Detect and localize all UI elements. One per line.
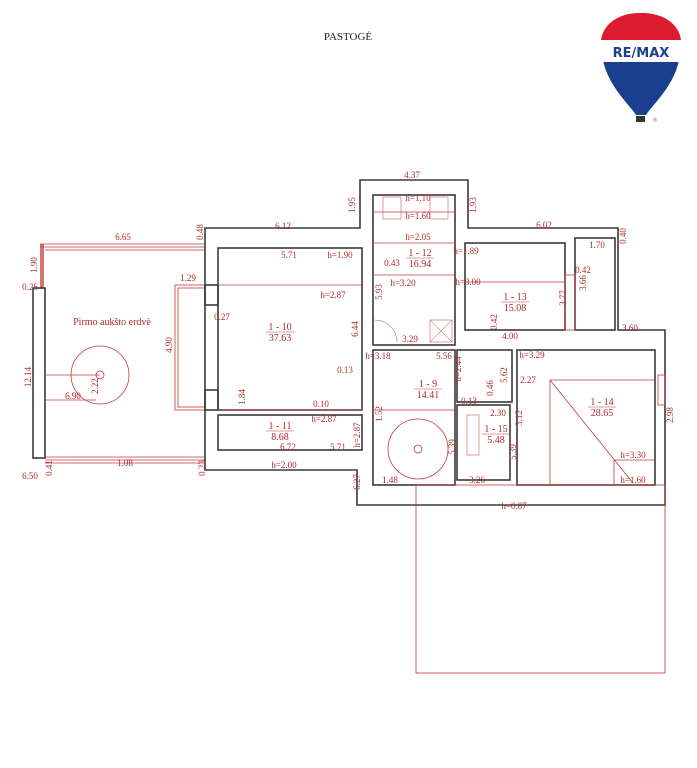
dimension-label: 3.29 xyxy=(402,334,418,344)
dimension-label: 6.12 xyxy=(275,221,291,231)
dimension-label: 0.27 xyxy=(214,312,230,322)
room-area: 5.48 xyxy=(487,435,505,446)
dimension-label: 0.48 xyxy=(195,224,205,240)
dimension-label: 6.50 xyxy=(22,471,38,481)
dimension-label: 12.14 xyxy=(23,366,33,387)
terrace-outline xyxy=(415,484,666,674)
building-walls xyxy=(204,179,666,506)
room-area: 14.41 xyxy=(417,390,440,401)
dimension-label: 0.42 xyxy=(489,314,499,330)
dimension-label: 2.98 xyxy=(665,407,675,423)
dimension-label: 0.10 xyxy=(313,399,329,409)
dimension-label: 5.93 xyxy=(374,284,384,300)
dimension-label: h=3.20 xyxy=(390,278,416,288)
dimension-label: 5.39 xyxy=(508,444,518,460)
room-id: 1 - 10 xyxy=(268,322,291,333)
dimension-label: 1.70 xyxy=(589,240,605,250)
dimension-label: 5.39 xyxy=(447,439,457,455)
dimension-label: 5.71 xyxy=(330,442,346,452)
room-area: 37.63 xyxy=(269,333,292,344)
dimension-label: 5.71 xyxy=(281,250,297,260)
dimension-label: h=2.05 xyxy=(405,232,431,242)
dimension-label: 6.44 xyxy=(350,321,360,337)
dimension-label: h=3.30 xyxy=(620,450,646,460)
room-area: 15.08 xyxy=(504,303,527,314)
dimension-label: 3.77 xyxy=(558,290,568,306)
remax-balloon-logo: RE/MAX ® xyxy=(601,13,681,124)
dimension-label: h=2.87 xyxy=(352,422,362,448)
dimension-label: 3.12 xyxy=(514,410,524,426)
dimension-label: 0.23 xyxy=(197,460,207,476)
dimension-label: 6.27 xyxy=(352,474,362,490)
room-id: 1 - 14 xyxy=(590,397,613,408)
dimension-labels: 4.37 1.95 1.93 6.12 0.48 6.02 0.40 6.65 1.90 0.26… xyxy=(22,170,675,511)
dimension-label: 4.00 xyxy=(502,331,518,341)
dimension-label: 0.42 xyxy=(575,265,591,275)
room-area: 16.94 xyxy=(409,259,432,270)
dimension-label: 3.66 xyxy=(578,275,588,291)
dimension-label: h=0.87 xyxy=(501,501,527,511)
dimension-label: h=1.10 xyxy=(405,193,431,203)
room-area: 8.68 xyxy=(271,432,289,443)
dimension-label: h=1.90 xyxy=(327,250,353,260)
interior-details xyxy=(218,196,666,674)
dimension-label: h=2.00 xyxy=(271,460,297,470)
dimension-label: 1.52 xyxy=(374,406,384,422)
dimension-label: h=2.87 xyxy=(320,290,346,300)
dimension-label: 2.30 xyxy=(490,408,506,418)
dimension-label: 1.08 xyxy=(117,458,133,468)
dimension-label: h=1.60 xyxy=(405,211,431,221)
plan-title: PASTOGĖ xyxy=(324,31,373,43)
dimension-label: 4.90 xyxy=(164,337,174,353)
dimension-label: 0.13 xyxy=(337,365,353,375)
dimension-label: h=3.00 xyxy=(455,277,481,287)
dimension-label: 1.95 xyxy=(347,197,357,213)
dimension-label: h=2.44 xyxy=(453,356,463,382)
dimension-label: 2.27 xyxy=(520,375,536,385)
dimension-label: 1.93 xyxy=(468,197,478,213)
dimension-label: 5.62 xyxy=(499,367,509,383)
dimension-label: 1.29 xyxy=(180,273,196,283)
dimension-label: 6.72 xyxy=(280,442,296,452)
dimension-label: 0.41 xyxy=(44,460,54,476)
logo-text: RE/MAX xyxy=(613,46,670,61)
dimension-label: 1.84 xyxy=(237,389,247,405)
dimension-label: 0.26 xyxy=(22,282,38,292)
room-id: 1 - 9 xyxy=(419,379,437,390)
dimension-label: 5.56 xyxy=(436,351,452,361)
dimension-label: h=3.29 xyxy=(519,350,545,360)
open-space-label: Pirmo aukšto erdvė xyxy=(73,317,151,328)
dimension-label: 4.37 xyxy=(404,170,420,180)
dimension-label: 2.22 xyxy=(90,378,100,394)
room-id: 1 - 12 xyxy=(408,248,431,259)
room-id: 1 - 11 xyxy=(269,421,292,432)
dimension-label: h=3.18 xyxy=(365,351,391,361)
dimension-label: 0.13 xyxy=(461,396,477,406)
dimension-label: h=1.89 xyxy=(453,246,479,256)
dimension-label: 3.26 xyxy=(469,475,485,485)
dimension-label: 6.02 xyxy=(536,220,552,230)
room-id: 1 - 15 xyxy=(484,424,507,435)
first-floor-open-space xyxy=(32,243,206,464)
dimension-label: h=1.60 xyxy=(620,475,646,485)
dimension-label: 0.46 xyxy=(485,380,495,396)
dimension-label: h=2.87 xyxy=(311,414,337,424)
dimension-label: 1.48 xyxy=(382,475,398,485)
dimension-label: 0.43 xyxy=(384,258,400,268)
dimension-label: 1.90 xyxy=(29,257,39,273)
dimension-label: 6.90 xyxy=(65,391,81,401)
room-area: 28.65 xyxy=(591,408,614,419)
dimension-label: 3.60 xyxy=(622,323,638,333)
dimension-label: 0.40 xyxy=(618,228,628,244)
dimension-label: 6.65 xyxy=(115,232,131,242)
logo-registered-mark: ® xyxy=(652,117,658,124)
room-id: 1 - 13 xyxy=(503,292,526,303)
